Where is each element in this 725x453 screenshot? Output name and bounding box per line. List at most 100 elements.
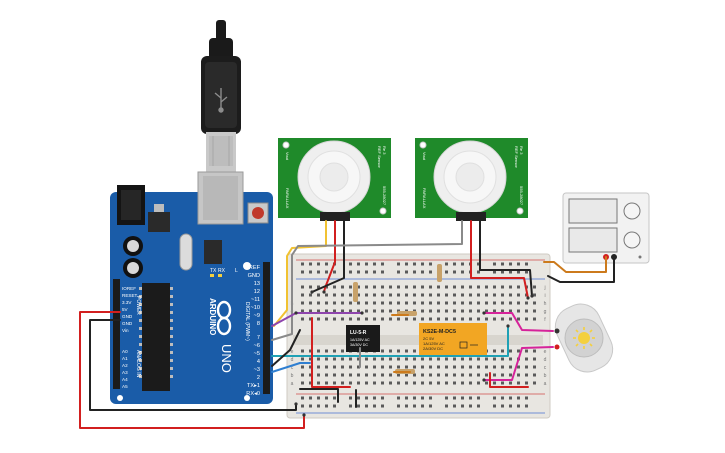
breadboard-hole[interactable] [365,381,368,385]
breadboard-hole[interactable] [525,381,528,385]
breadboard-hole[interactable] [509,293,512,297]
breadboard-hole[interactable] [309,317,312,321]
breadboard-hole[interactable] [309,293,312,297]
breadboard-hole[interactable] [389,349,392,353]
relay-large[interactable]: KS2E-M-DC5 2C 5V 1A/125V AC 2A/30V DC [419,323,487,356]
breadboard-hole[interactable] [517,396,520,400]
breadboard-hole[interactable] [517,301,520,305]
breadboard-hole[interactable] [501,301,504,305]
breadboard-hole[interactable] [501,373,504,377]
breadboard-hole[interactable] [325,381,328,385]
breadboard-hole[interactable] [301,349,304,353]
breadboard-hole[interactable] [317,373,320,377]
breadboard-hole[interactable] [373,373,376,377]
breadboard-hole[interactable] [493,365,496,369]
breadboard-hole[interactable] [365,301,368,305]
breadboard-hole[interactable] [381,396,384,400]
breadboard-hole[interactable] [341,301,344,305]
breadboard-hole[interactable] [301,309,304,313]
breadboard-hole[interactable] [477,309,480,313]
breadboard-hole[interactable] [461,285,464,289]
breadboard-hole[interactable] [389,317,392,321]
breadboard-hole[interactable] [493,309,496,313]
breadboard-hole[interactable] [477,270,480,274]
breadboard-hole[interactable] [309,349,312,353]
breadboard-hole[interactable] [485,317,488,321]
breadboard-hole[interactable] [533,317,536,321]
breadboard-hole[interactable] [405,349,408,353]
breadboard-hole[interactable] [421,309,424,313]
breadboard-hole[interactable] [341,317,344,321]
breadboard-hole[interactable] [365,309,368,313]
breadboard-hole[interactable] [517,309,520,313]
breadboard-hole[interactable] [373,309,376,313]
breadboard-hole[interactable] [397,317,400,321]
breadboard-hole[interactable] [397,381,400,385]
breadboard-hole[interactable] [405,293,408,297]
breadboard-hole[interactable] [413,349,416,353]
breadboard-hole[interactable] [373,285,376,289]
breadboard-hole[interactable] [325,404,328,408]
breadboard-hole[interactable] [525,270,528,274]
breadboard-hole[interactable] [437,285,440,289]
breadboard-hole[interactable] [333,285,336,289]
breadboard-hole[interactable] [301,357,304,361]
breadboard-hole[interactable] [349,365,352,369]
breadboard-hole[interactable] [357,301,360,305]
breadboard-hole[interactable] [405,365,408,369]
breadboard-hole[interactable] [309,373,312,377]
breadboard-hole[interactable] [421,365,424,369]
breadboard-hole[interactable] [405,381,408,385]
breadboard-hole[interactable] [429,262,432,266]
breadboard-hole[interactable] [509,396,512,400]
breadboard-hole[interactable] [301,285,304,289]
breadboard-hole[interactable] [301,293,304,297]
breadboard-hole[interactable] [525,349,528,353]
breadboard-hole[interactable] [357,396,360,400]
breadboard-hole[interactable] [493,301,496,305]
breadboard-hole[interactable] [413,404,416,408]
breadboard-hole[interactable] [533,293,536,297]
breadboard-hole[interactable] [301,404,304,408]
breadboard-hole[interactable] [301,396,304,400]
breadboard-hole[interactable] [445,317,448,321]
breadboard-hole[interactable] [517,349,520,353]
breadboard-hole[interactable] [525,396,528,400]
breadboard-hole[interactable] [477,293,480,297]
breadboard-hole[interactable] [453,285,456,289]
breadboard-hole[interactable] [413,301,416,305]
breadboard-hole[interactable] [445,309,448,313]
breadboard-hole[interactable] [413,270,416,274]
breadboard-hole[interactable] [381,357,384,361]
breadboard-hole[interactable] [301,381,304,385]
breadboard-hole[interactable] [469,396,472,400]
breadboard-hole[interactable] [389,301,392,305]
breadboard-hole[interactable] [325,317,328,321]
breadboard-hole[interactable] [477,396,480,400]
breadboard-hole[interactable] [421,373,424,377]
breadboard-hole[interactable] [517,365,520,369]
breadboard-hole[interactable] [493,349,496,353]
breadboard-hole[interactable] [325,396,328,400]
breadboard-hole[interactable] [381,349,384,353]
breadboard-hole[interactable] [397,349,400,353]
breadboard-hole[interactable] [405,317,408,321]
breadboard-hole[interactable] [365,293,368,297]
breadboard-hole[interactable] [517,270,520,274]
breadboard-hole[interactable] [493,293,496,297]
breadboard-hole[interactable] [469,285,472,289]
breadboard-hole[interactable] [389,285,392,289]
breadboard-hole[interactable] [493,373,496,377]
breadboard-hole[interactable] [509,262,512,266]
breadboard-hole[interactable] [397,404,400,408]
breadboard-hole[interactable] [341,381,344,385]
breadboard-hole[interactable] [349,317,352,321]
breadboard-hole[interactable] [493,270,496,274]
breadboard-hole[interactable] [365,270,368,274]
breadboard-hole[interactable] [333,349,336,353]
breadboard-hole[interactable] [333,404,336,408]
pir-sensor-2[interactable]: Vout PARALLAX REF Sensor Re 3 555-28027 [415,138,528,221]
breadboard-hole[interactable] [461,262,464,266]
breadboard-hole[interactable] [397,285,400,289]
breadboard-hole[interactable] [437,293,440,297]
